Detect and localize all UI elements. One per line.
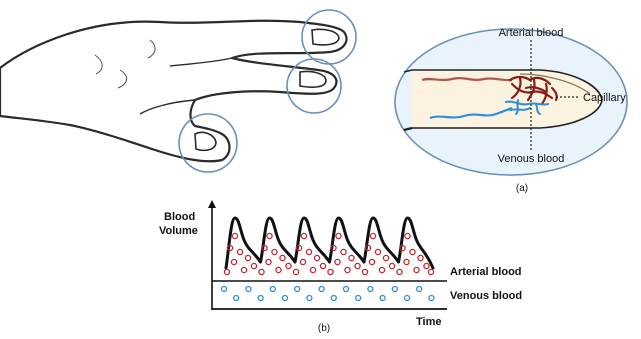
venous-cell <box>270 287 275 292</box>
arterial-cell <box>237 249 242 254</box>
arterial-cell <box>355 263 360 268</box>
arterial-cell <box>231 259 236 264</box>
arterial-cell <box>369 259 374 264</box>
arterial-cell <box>389 263 394 268</box>
arterial-cell <box>379 267 384 272</box>
venous-cell <box>258 296 263 301</box>
arterial-cell <box>266 259 271 264</box>
pulse-waveform <box>226 218 433 268</box>
hand-illustration <box>0 10 356 172</box>
arterial-cell <box>335 259 340 264</box>
venous-cell <box>368 287 373 292</box>
arterial-cell <box>286 263 291 268</box>
arterial-cell <box>232 233 237 238</box>
x-axis-label: Time <box>416 316 441 328</box>
venous-cell <box>405 296 410 301</box>
label-arterial-blood-a: Arterial blood <box>499 27 564 39</box>
arterial-cell <box>349 255 354 260</box>
arterial-cell <box>320 263 325 268</box>
venous-cell <box>344 287 349 292</box>
arterial-cell <box>383 255 388 260</box>
venous-cell <box>234 296 239 301</box>
venous-cell <box>319 287 324 292</box>
arterial-cell <box>259 269 264 274</box>
arterial-cell <box>301 233 306 238</box>
arterial-cell <box>375 249 380 254</box>
arterial-vessel <box>422 78 512 80</box>
arterial-cell <box>276 267 281 272</box>
panel-b: Blood Volume Time Arterial blood Venous … <box>159 200 522 334</box>
venous-cell <box>283 296 288 301</box>
arterial-cell <box>224 269 229 274</box>
venous-blood-cells <box>222 287 434 301</box>
arterial-cell <box>410 249 415 254</box>
arterial-cell <box>310 267 315 272</box>
arterial-cell <box>314 255 319 260</box>
fingertip-shape <box>412 70 602 128</box>
venous-cell <box>392 287 397 292</box>
venous-cell <box>295 287 300 292</box>
arterial-cell <box>362 269 367 274</box>
panel-a: Arterial blood Capillary Venous blood (a… <box>395 27 627 194</box>
y-axis-label-line1: Blood <box>164 211 195 223</box>
label-venous-blood-b: Venous blood <box>450 290 522 302</box>
arterial-cell <box>370 233 375 238</box>
y-axis-label-line2: Volume <box>159 225 198 237</box>
fingernail-index <box>312 29 339 45</box>
label-capillary: Capillary <box>583 92 626 104</box>
caption-a: (a) <box>516 183 528 194</box>
arterial-cell <box>405 233 410 238</box>
arterial-cell <box>328 269 333 274</box>
arterial-cell <box>280 255 285 260</box>
venous-cell <box>222 287 227 292</box>
arterial-cell <box>293 269 298 274</box>
arterial-cell <box>397 269 402 274</box>
venous-cell <box>246 287 251 292</box>
arterial-cell <box>306 249 311 254</box>
arterial-cell <box>272 249 277 254</box>
arterial-cell <box>414 267 419 272</box>
venous-cell <box>331 296 336 301</box>
venous-cell <box>356 296 361 301</box>
arterial-cell <box>404 259 409 264</box>
arterial-cell <box>345 267 350 272</box>
arterial-cell <box>251 263 256 268</box>
y-axis-arrow <box>208 200 216 208</box>
arterial-cell <box>267 233 272 238</box>
venous-cell <box>429 296 434 301</box>
hand-outline <box>0 21 346 162</box>
label-venous-blood-a: Venous blood <box>498 153 565 165</box>
arterial-cell <box>418 255 423 260</box>
arterial-cell <box>428 269 433 274</box>
arterial-cell <box>245 255 250 260</box>
venous-cell <box>380 296 385 301</box>
venous-cell <box>417 287 422 292</box>
venous-cell <box>307 296 312 301</box>
arterial-cell <box>336 233 341 238</box>
arterial-cell <box>300 259 305 264</box>
arterial-cell <box>424 263 429 268</box>
arterial-cell <box>241 267 246 272</box>
caption-b: (b) <box>318 323 330 334</box>
label-arterial-blood-b: Arterial blood <box>450 266 522 278</box>
arterial-cell <box>341 249 346 254</box>
